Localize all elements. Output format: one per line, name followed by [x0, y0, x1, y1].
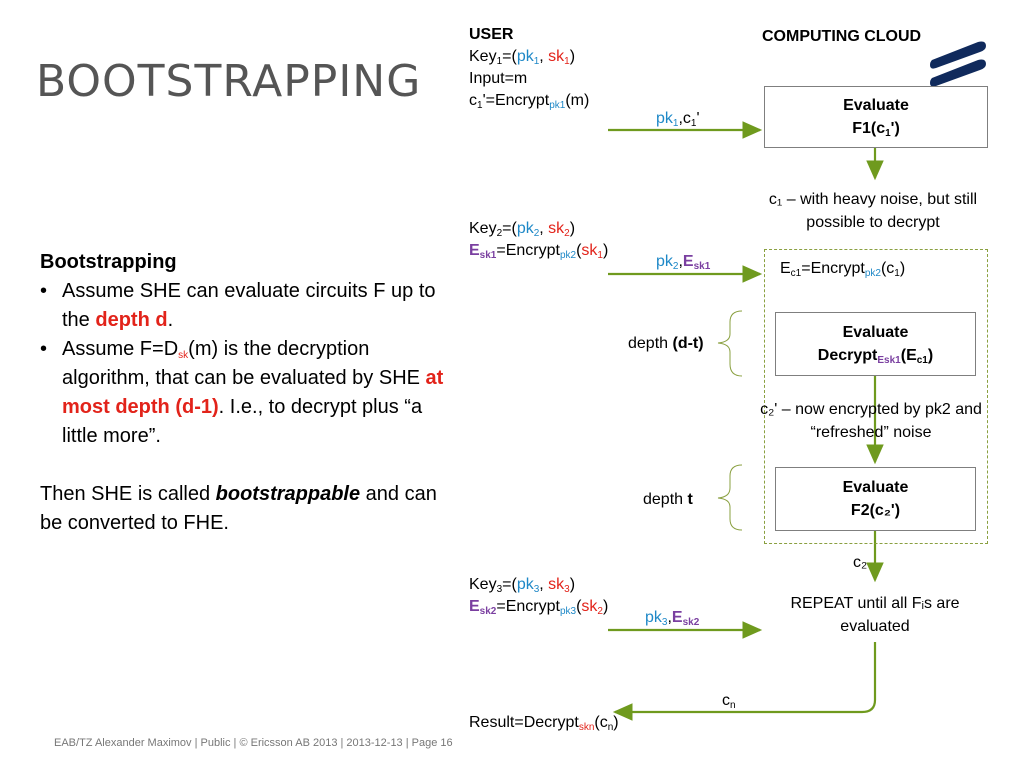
bullet-icon: •: [40, 280, 48, 302]
depth-brace: [717, 464, 743, 531]
evaluate-f1-box: Evaluate F1(c1'): [764, 86, 988, 148]
user-key1-block: USER Key1=(pk1, sk1) Input=m c1'=Encrypt…: [469, 26, 590, 111]
depth-t-label: depth t: [643, 491, 693, 508]
page-title: BOOTSTRAPPING: [36, 56, 422, 107]
arrow-label-pk1: pk1,c1': [656, 110, 700, 129]
bootstrap-region: [764, 249, 988, 544]
depth-d-minus-t-label: depth (d-t): [628, 335, 704, 352]
user-label: USER: [469, 26, 514, 43]
arrow-result-return: [612, 642, 877, 721]
cloud-label: COMPUTING CLOUD: [762, 28, 922, 45]
arrow-label-pk3: pk3,Esk2: [645, 609, 700, 628]
evaluate-decrypt-box: Evaluate DecryptEsk1(Ec1): [775, 312, 976, 376]
depth-brace: [717, 310, 743, 377]
repeat-note: REPEAT until all Fᵢs are evaluated: [790, 595, 960, 635]
note-refreshed-noise: c₂' – now encrypted by pk2 and “refreshe…: [760, 401, 982, 441]
bullet-icon: •: [40, 338, 48, 360]
bullet-item: • Assume SHE can evaluate circuits F up …: [40, 277, 450, 335]
left-text-column: Bootstrapping • Assume SHE can evaluate …: [40, 248, 450, 538]
result-line: Result=Decryptskn(cn): [469, 714, 619, 733]
ec1-encrypt-label: Ec1=Encryptpk2(c1): [780, 260, 906, 279]
section-heading: Bootstrapping: [40, 251, 177, 273]
bullet-item: • Assume F=Dsk(m) is the decryption algo…: [40, 335, 450, 451]
user-key2-block: Key2=(pk2, sk2) Esk1=Encryptpk2(sk1): [469, 220, 609, 261]
c2-label: c₂: [853, 554, 868, 571]
arrow-label-pk2: pk2,Esk1: [656, 253, 711, 272]
ericsson-logo: [930, 41, 986, 87]
user-key3-block: Key3=(pk3, sk3) Esk2=Encryptpk3(sk2): [469, 576, 609, 617]
evaluate-f2-box: Evaluate F2(c₂'): [775, 467, 976, 531]
conclusion-paragraph: Then SHE is called bootstrappable and ca…: [40, 483, 437, 534]
note-heavy-noise: c₁ – with heavy noise, but still possibl…: [768, 191, 978, 231]
cn-label: cn: [722, 692, 736, 711]
footer: EAB/TZ Alexander Maximov | Public | © Er…: [54, 737, 453, 749]
depth-d-emphasis: depth d: [95, 309, 168, 331]
depth-emphasis: at most depth (d-1): [62, 367, 444, 418]
